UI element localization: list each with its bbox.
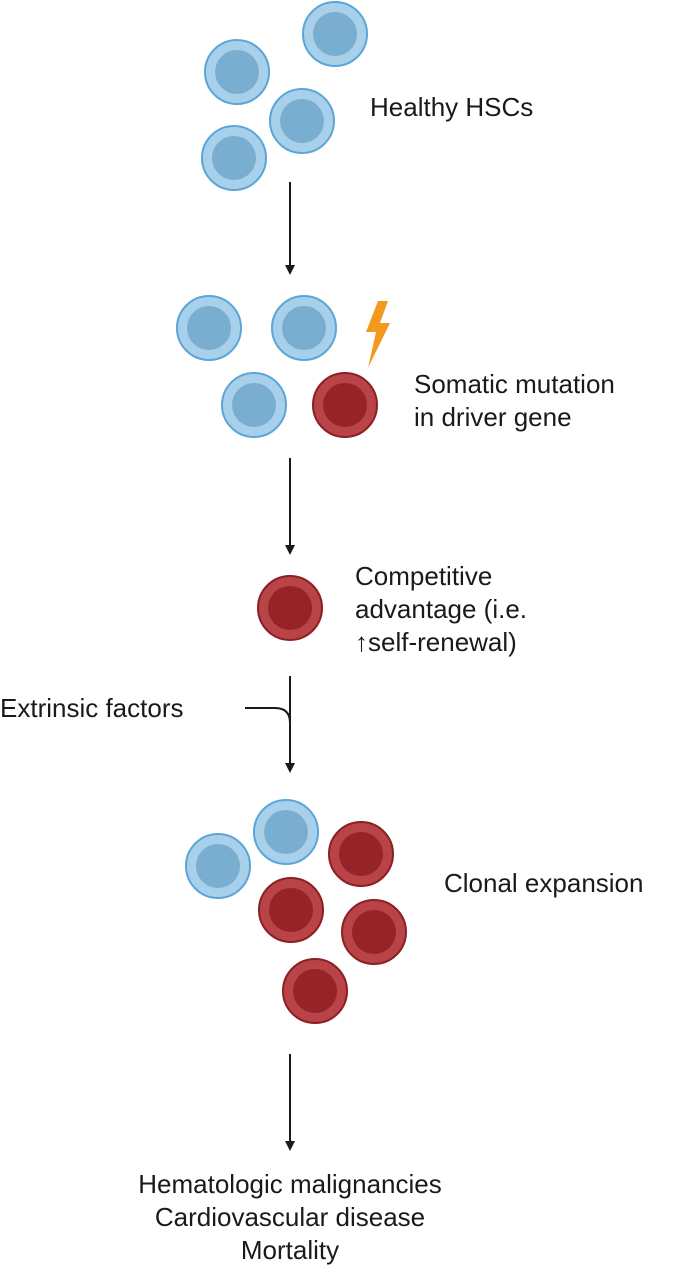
healthy-cell	[253, 799, 319, 865]
somatic-mutation-label-line: Somatic mutation	[414, 369, 615, 399]
competitive-advantage-label-line: advantage (i.e.	[355, 594, 528, 624]
healthy-cell	[269, 88, 335, 154]
healthy-cell	[204, 39, 270, 105]
competitive-advantage-label-line: Competitive	[355, 561, 493, 591]
healthy-hsc-cluster	[201, 1, 368, 191]
extrinsic-factors-connector	[245, 707, 291, 724]
healthy-hscs-label: Healthy HSCs	[370, 92, 534, 122]
healthy-cell	[185, 833, 251, 899]
mutant-cell	[258, 877, 324, 943]
healthy-cell	[176, 295, 242, 361]
healthy-cell	[302, 1, 368, 67]
somatic-mutation-label-line: in driver gene	[414, 402, 572, 432]
mutant-cell	[282, 958, 348, 1024]
outcome-line: Hematologic malignancies	[138, 1169, 442, 1199]
mutant-cell	[312, 372, 378, 438]
mutation-cluster	[176, 295, 390, 438]
extrinsic-factors-label: Extrinsic factors	[0, 693, 184, 723]
clonal-expansion-label: Clonal expansion	[444, 868, 644, 898]
outcome-line: Mortality	[240, 1235, 340, 1265]
healthy-cell	[221, 372, 287, 438]
mutant-cell	[328, 821, 394, 887]
clinical-outcomes-label: Hematologic malignancies Cardiovascular …	[40, 1168, 540, 1267]
lightning-bolt-icon	[366, 301, 390, 368]
healthy-cell	[201, 125, 267, 191]
clonal-expansion-cluster	[185, 799, 407, 1024]
outcome-line: Cardiovascular disease	[154, 1202, 426, 1232]
mutant-cell	[341, 899, 407, 965]
mutant-cell	[257, 575, 323, 641]
competitive-advantage-label: Competitive advantage (i.e. ↑self-renewa…	[355, 560, 527, 659]
somatic-mutation-label: Somatic mutation in driver gene	[414, 368, 615, 434]
healthy-cell	[271, 295, 337, 361]
competitive-advantage-label-line: ↑self-renewal)	[355, 627, 517, 657]
